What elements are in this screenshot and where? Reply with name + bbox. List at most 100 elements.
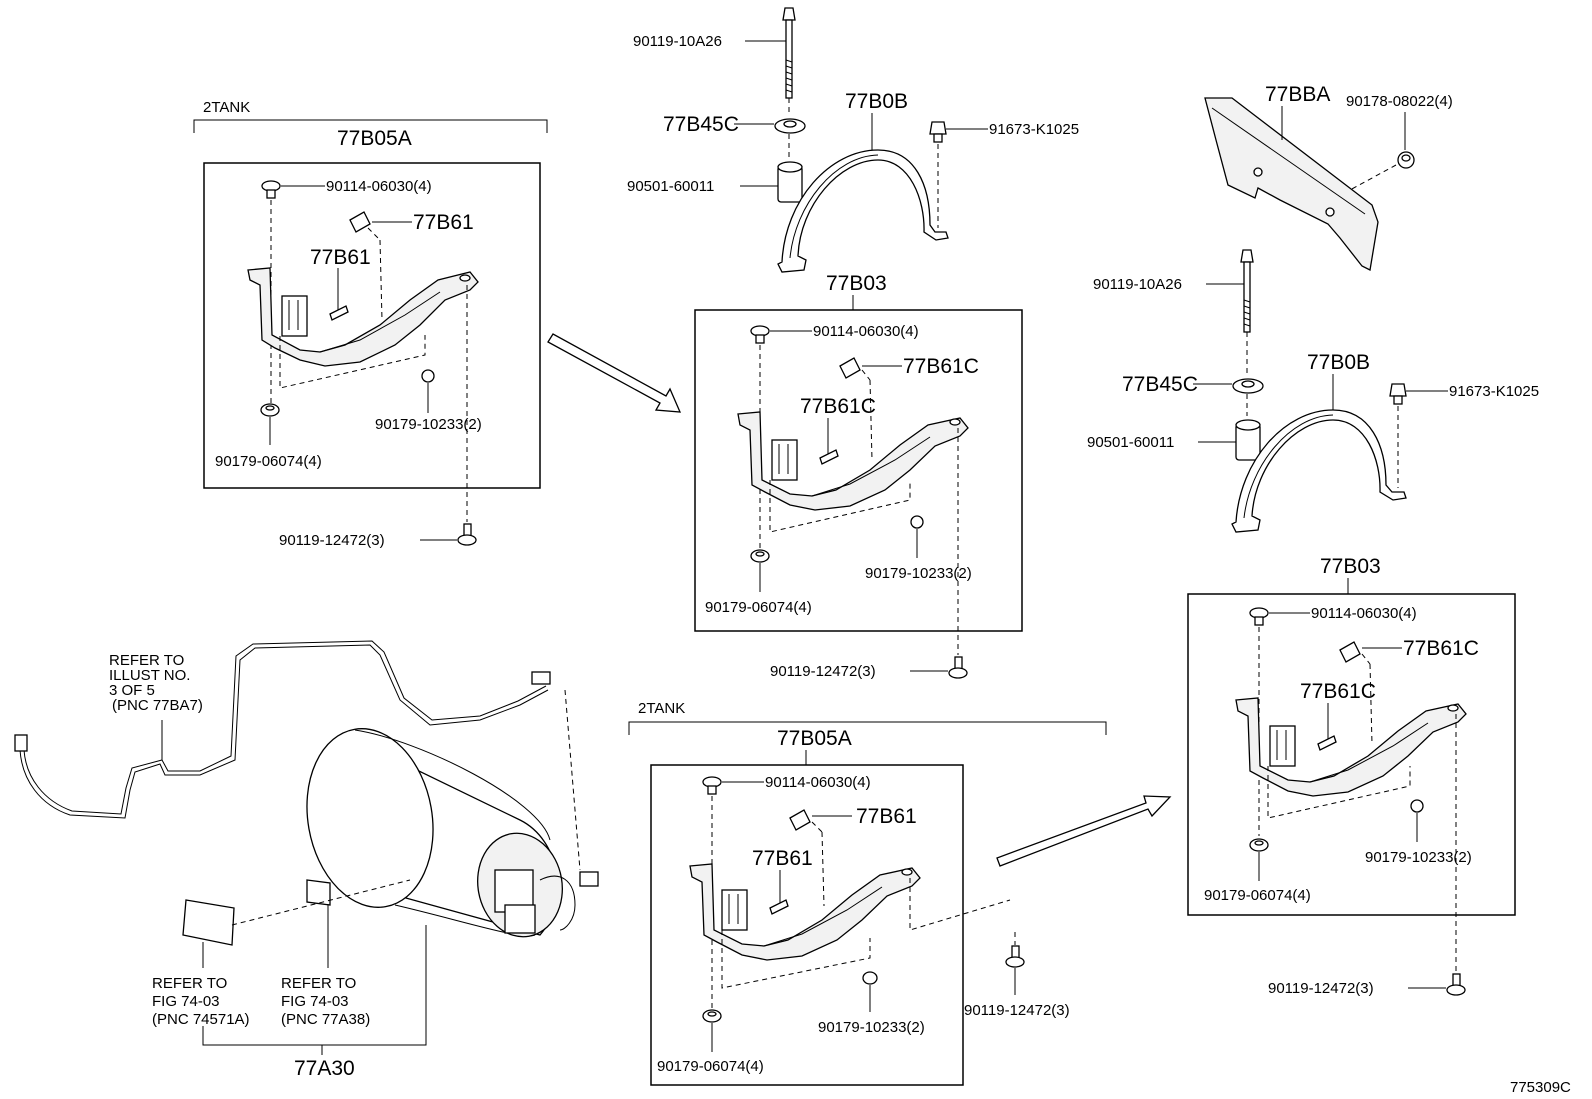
part-91673-K1025-label[interactable]: 91673-K1025 bbox=[989, 121, 1079, 138]
long-bolt-icon bbox=[782, 7, 796, 99]
detail-box bbox=[694, 309, 1023, 632]
flange-bolt-icon bbox=[1005, 945, 1025, 968]
part-91673-K1025-label[interactable]: 91673-K1025 bbox=[1449, 383, 1539, 400]
part-77B05A-label[interactable]: 77B05A bbox=[777, 727, 852, 750]
part-90114-06030-label[interactable]: 90114-06030(4) bbox=[813, 323, 919, 340]
part-90501-60011-label[interactable]: 90501-60011 bbox=[1087, 434, 1174, 451]
part-77B45C-label[interactable]: 77B45C bbox=[663, 113, 739, 136]
bolt-icon bbox=[702, 776, 722, 795]
part-90179-06074-label[interactable]: 90179-06074(4) bbox=[215, 453, 322, 470]
assembly-77B03-middle: 77B03 90114-06030(4) 77B61C 77B61C 90179… bbox=[694, 272, 1023, 680]
arrow-icon bbox=[996, 795, 1172, 867]
flange-bolt-icon bbox=[457, 523, 477, 546]
part-77B61C-label[interactable]: 77B61C bbox=[1300, 680, 1376, 703]
flange-bolt-icon bbox=[948, 656, 968, 679]
part-90179-10233-label[interactable]: 90179-10233(2) bbox=[865, 565, 972, 582]
part-90501-60011-label[interactable]: 90501-60011 bbox=[627, 178, 714, 195]
part-77B61C-label[interactable]: 77B61C bbox=[800, 395, 876, 418]
assembly-77B03-right: 77B03 90114-06030(4) 77B61C 77B61C 90179… bbox=[1187, 555, 1516, 997]
part-90179-10233-label[interactable]: 90179-10233(2) bbox=[818, 1019, 925, 1036]
part-90119-12472-label[interactable]: 90119-12472(3) bbox=[964, 1002, 1070, 1019]
part-90119-12472-label[interactable]: 90119-12472(3) bbox=[279, 532, 385, 549]
refer-illust-text[interactable]: REFER TO bbox=[109, 652, 184, 669]
part-77A30-label[interactable]: 77A30 bbox=[294, 1057, 355, 1080]
tank-bracket-icon bbox=[247, 267, 479, 367]
part-77B0B-label[interactable]: 77B0B bbox=[1307, 351, 1370, 374]
assembly-77B05A-top: 2TANK 77B05A 90114-06030(4) 77B61 77B61 bbox=[193, 99, 548, 549]
tank-cover-icon bbox=[1204, 97, 1379, 271]
assembly-77B05A-bottom: 2TANK 77B05A 90114-06030(4) 77B61 77B61 bbox=[628, 700, 1107, 1086]
part-77B05A-label[interactable]: 77B05A bbox=[337, 127, 412, 150]
part-90119-12472-label[interactable]: 90119-12472(3) bbox=[770, 663, 876, 680]
refer-fig-text[interactable]: FIG 74-03 bbox=[281, 993, 349, 1010]
part-90119-10A26-label[interactable]: 90119-10A26 bbox=[1093, 276, 1182, 293]
label-sticker-icon bbox=[306, 879, 331, 906]
part-90179-10233-label[interactable]: 90179-10233(2) bbox=[375, 416, 482, 433]
connector-icon bbox=[14, 734, 28, 752]
washer-icon bbox=[1232, 378, 1264, 394]
part-90119-12472-label[interactable]: 90119-12472(3) bbox=[1268, 980, 1374, 997]
part-77B03-label[interactable]: 77B03 bbox=[826, 272, 887, 295]
tank-strap-icon bbox=[777, 149, 949, 273]
refer-illust-text[interactable]: 3 OF 5 bbox=[109, 682, 155, 699]
refer-illust-text[interactable]: (PNC 77BA7) bbox=[112, 697, 203, 714]
spacer-icon bbox=[1235, 419, 1261, 461]
label-tag-icon bbox=[349, 211, 371, 233]
tank-strap-icon bbox=[1231, 409, 1407, 533]
group-label-2tank-top: 2TANK bbox=[203, 99, 250, 116]
refer-fig-text[interactable]: REFER TO bbox=[281, 975, 356, 992]
flange-nut-icon bbox=[750, 549, 770, 563]
fuel-pipe-icon bbox=[19, 644, 549, 819]
nut-icon bbox=[910, 515, 924, 529]
refer-fig-text[interactable]: REFER TO bbox=[152, 975, 227, 992]
spacer-icon bbox=[777, 161, 803, 203]
diagram-id: 775309C bbox=[1510, 1079, 1571, 1096]
tank-bracket-icon bbox=[689, 863, 921, 961]
bolt-icon bbox=[929, 121, 947, 143]
flange-nut-icon bbox=[1249, 838, 1269, 852]
washer-icon bbox=[774, 118, 806, 134]
label-tag-icon bbox=[789, 809, 811, 831]
label-tag-icon bbox=[1339, 641, 1361, 663]
part-90179-06074-label[interactable]: 90179-06074(4) bbox=[657, 1058, 764, 1075]
part-77BBA-label[interactable]: 77BBA bbox=[1265, 83, 1330, 106]
tank-bracket-icon bbox=[737, 411, 969, 511]
part-90179-06074-label[interactable]: 90179-06074(4) bbox=[705, 599, 812, 616]
group-bracket-bottom bbox=[628, 721, 1107, 735]
arrow-icon bbox=[547, 333, 682, 413]
connector-icon bbox=[531, 671, 551, 685]
refer-fig-text[interactable]: (PNC 77A38) bbox=[281, 1011, 370, 1028]
part-90114-06030-label[interactable]: 90114-06030(4) bbox=[326, 178, 432, 195]
part-90178-08022-label[interactable]: 90178-08022(4) bbox=[1346, 93, 1453, 110]
gas-tank-assembly: REFER TO ILLUST NO. 3 OF 5 (PNC 77BA7) R… bbox=[14, 640, 599, 1080]
part-77B61C-label[interactable]: 77B61C bbox=[1403, 637, 1479, 660]
refer-fig-text[interactable]: (PNC 74571A) bbox=[152, 1011, 250, 1028]
nut-icon bbox=[1397, 151, 1415, 169]
bolt-icon bbox=[1389, 383, 1407, 405]
part-77B61-label[interactable]: 77B61 bbox=[752, 847, 813, 870]
part-90114-06030-label[interactable]: 90114-06030(4) bbox=[1311, 605, 1417, 622]
refer-illust-text[interactable]: ILLUST NO. bbox=[109, 667, 190, 684]
part-90119-10A26-label[interactable]: 90119-10A26 bbox=[633, 33, 722, 50]
gas-cylinder-icon bbox=[306, 728, 599, 938]
part-90179-10233-label[interactable]: 90179-10233(2) bbox=[1365, 849, 1472, 866]
strap-assembly-right: 90119-10A26 77B45C 90501-60011 77B0B 916… bbox=[1087, 249, 1539, 533]
group-bracket-top bbox=[193, 119, 548, 133]
group-label-2tank-bottom: 2TANK bbox=[638, 700, 685, 717]
label-sticker-icon bbox=[182, 899, 235, 946]
long-bolt-icon bbox=[1240, 249, 1254, 333]
part-90114-06030-label[interactable]: 90114-06030(4) bbox=[765, 774, 871, 791]
refer-fig-text[interactable]: FIG 74-03 bbox=[152, 993, 220, 1010]
part-77B45C-label[interactable]: 77B45C bbox=[1122, 373, 1198, 396]
part-77B61-label[interactable]: 77B61 bbox=[856, 805, 917, 828]
part-90179-06074-label[interactable]: 90179-06074(4) bbox=[1204, 887, 1311, 904]
part-77B61-label[interactable]: 77B61 bbox=[310, 246, 371, 269]
bolt-icon bbox=[261, 180, 281, 199]
part-77B03-label[interactable]: 77B03 bbox=[1320, 555, 1381, 578]
flange-nut-icon bbox=[702, 1009, 722, 1023]
part-77B61C-label[interactable]: 77B61C bbox=[903, 355, 979, 378]
part-77B61-label[interactable]: 77B61 bbox=[413, 211, 474, 234]
part-77B0B-label[interactable]: 77B0B bbox=[845, 90, 908, 113]
cover-assembly: 77BBA 90178-08022(4) bbox=[1204, 83, 1453, 271]
